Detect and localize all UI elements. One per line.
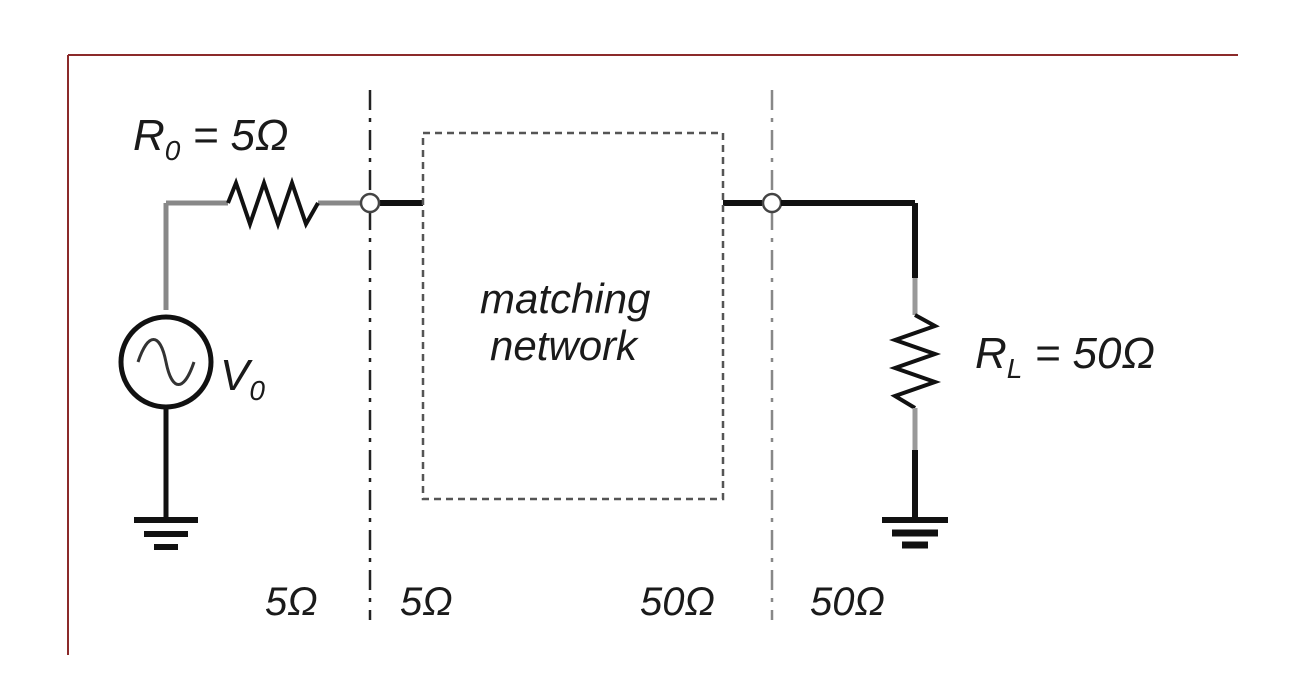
ground-icon-right xyxy=(882,517,948,549)
network-label-line2: network xyxy=(490,322,639,369)
load-resistor-label: RL = 50Ω xyxy=(975,329,1155,384)
load-resistor xyxy=(888,313,942,410)
frame xyxy=(67,54,1238,655)
source-resistor xyxy=(226,176,320,231)
matching-network-box xyxy=(421,131,725,501)
impedance-left-outer: 5Ω xyxy=(265,580,318,624)
source-wire xyxy=(163,200,360,310)
source-voltage-label: V0 xyxy=(220,351,265,406)
impedance-left-inner: 5Ω xyxy=(400,580,453,624)
ac-source xyxy=(118,314,214,410)
output-terminal xyxy=(761,192,783,214)
input-terminal xyxy=(359,192,381,214)
network-label-line1: matching xyxy=(480,275,650,322)
ground-icon-left xyxy=(134,517,198,550)
impedance-right-outer: 50Ω xyxy=(810,580,885,624)
impedance-right-inner: 50Ω xyxy=(640,580,715,624)
source-resistor-label: R0 = 5Ω xyxy=(133,111,288,166)
sine-wave-icon xyxy=(136,338,196,386)
load-wire xyxy=(781,200,918,278)
